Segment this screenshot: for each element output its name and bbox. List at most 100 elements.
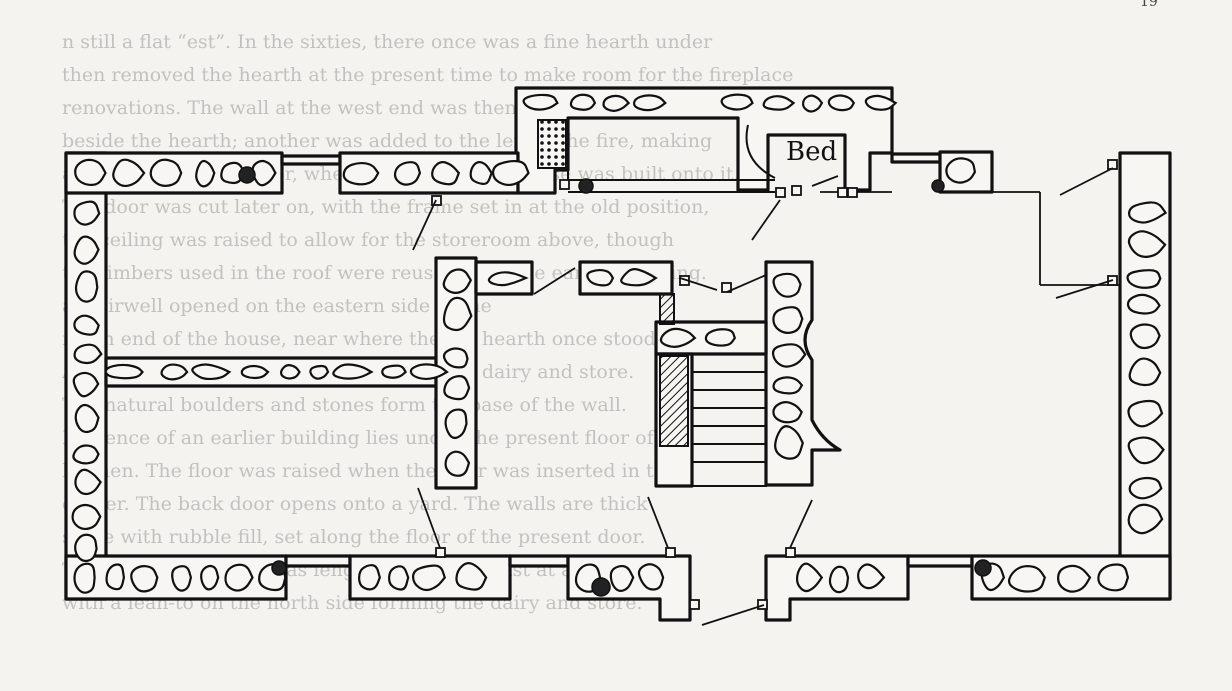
stone — [149, 158, 183, 187]
hinge-square — [559, 179, 570, 190]
stone — [620, 268, 658, 287]
stone — [130, 565, 159, 593]
timber-post — [271, 560, 287, 576]
hinge-square — [757, 599, 768, 610]
hinge-square — [847, 187, 858, 198]
hinge-square — [837, 187, 848, 198]
stone — [1128, 357, 1162, 387]
page-number: 19 — [1140, 0, 1158, 10]
stone — [381, 364, 408, 379]
stone — [771, 343, 807, 368]
stone — [492, 159, 530, 187]
stone — [1057, 564, 1092, 593]
stone — [945, 157, 977, 184]
stone — [1097, 563, 1130, 592]
stone — [104, 363, 144, 380]
stone — [309, 364, 330, 380]
hinge-square — [721, 282, 732, 293]
stone — [1127, 503, 1164, 535]
stone — [609, 564, 635, 592]
stone — [1127, 230, 1167, 258]
timber-post — [931, 179, 945, 193]
stone — [1127, 436, 1165, 465]
stone — [864, 94, 898, 111]
stone — [633, 94, 667, 112]
stone — [73, 235, 100, 265]
bleed-through-line: kitchen. The floor was raised when the s… — [62, 460, 677, 482]
bleed-through-line: The natural boulders and stones form the… — [62, 394, 627, 416]
bed-label: Bed — [786, 137, 837, 167]
stone — [105, 563, 126, 591]
hinge-square — [435, 547, 446, 558]
stone — [393, 161, 422, 186]
stone — [795, 562, 824, 593]
stone — [1126, 269, 1162, 289]
stone — [240, 364, 270, 380]
staircase — [659, 293, 767, 487]
stone — [828, 565, 850, 594]
stone — [73, 200, 101, 226]
stone — [1129, 323, 1161, 350]
stone — [827, 94, 856, 112]
stone — [659, 327, 697, 348]
stone — [387, 565, 410, 591]
stone — [772, 401, 803, 424]
stone — [602, 94, 631, 112]
stone — [74, 270, 99, 303]
stone — [487, 271, 529, 287]
bleed-through-line: north end of the house, near where the o… — [62, 328, 662, 350]
stone — [160, 363, 189, 381]
stone — [191, 363, 232, 381]
door-lines — [820, 191, 1120, 286]
stone — [112, 158, 146, 188]
stone — [74, 468, 102, 496]
stone — [279, 364, 301, 380]
timber-post — [578, 178, 594, 194]
stone — [71, 503, 102, 531]
bed-recess — [567, 117, 776, 193]
timber-post — [974, 559, 992, 577]
north-wall-thin-east — [890, 152, 942, 164]
hinge-square — [785, 547, 796, 558]
stone — [704, 328, 737, 347]
bleed-through-line: the ceiling was raised to allow for the … — [62, 229, 674, 251]
stone — [73, 314, 100, 336]
stone — [801, 94, 824, 113]
hinge-square — [791, 185, 802, 196]
bleed-through-line: a stairwell opened on the eastern side o… — [62, 295, 492, 317]
stone — [332, 363, 374, 380]
bleed-through-line: corner. The back door opens onto a yard.… — [62, 493, 648, 515]
stone — [72, 371, 100, 398]
stone — [444, 450, 471, 477]
timber-post — [591, 577, 611, 597]
stone — [224, 563, 254, 592]
stone — [762, 95, 796, 111]
stone — [772, 272, 802, 298]
stone — [411, 564, 447, 592]
stone — [1126, 293, 1161, 315]
stone — [357, 564, 381, 591]
stone — [73, 343, 103, 365]
south-wall-thin-middle — [508, 554, 570, 568]
stone — [1007, 565, 1047, 593]
stone — [444, 408, 468, 440]
pointer-lines — [412, 167, 1114, 626]
stone — [409, 363, 449, 381]
stone — [720, 93, 754, 111]
stone — [772, 306, 804, 334]
rubble-stones — [71, 93, 1168, 594]
stone — [442, 296, 473, 332]
hinge-square — [689, 599, 700, 610]
stone — [586, 268, 615, 287]
hearth-fill — [537, 119, 567, 169]
south-wall-thin-east — [906, 554, 974, 568]
stone — [195, 159, 216, 188]
stone — [637, 563, 665, 591]
bleed-through-line: beside the hearth; another was added to … — [62, 130, 712, 152]
stone — [1127, 201, 1168, 224]
stone — [455, 561, 488, 591]
stone — [772, 376, 804, 395]
stone — [74, 158, 107, 187]
stone — [442, 268, 473, 294]
